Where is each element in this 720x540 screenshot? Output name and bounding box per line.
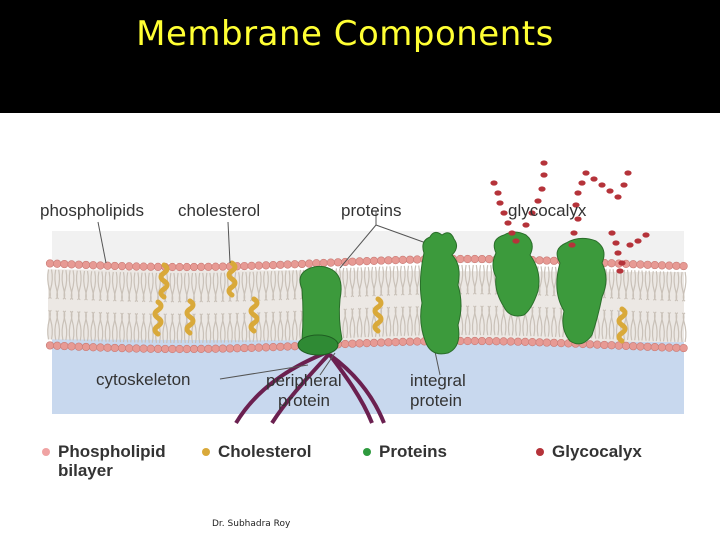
cholesterol-molecule	[248, 296, 260, 334]
label-integral-protein: integral protein	[410, 371, 466, 411]
integral-protein	[556, 237, 607, 345]
label-peripheral-line2: protein	[278, 391, 330, 410]
membrane-diagram	[45, 160, 688, 425]
legend-dot-phospholipid	[42, 448, 50, 456]
cholesterol-molecule	[184, 298, 196, 336]
legend-label-phospholipid-line1: Phospholipid	[58, 442, 166, 461]
glycocalyx-chain	[608, 230, 650, 274]
legend-dot-cholesterol	[202, 448, 210, 456]
membrane-figure: phospholipids cholesterol proteins glyco…	[0, 113, 720, 540]
legend-glycocalyx: Glycocalyx	[536, 442, 642, 461]
label-proteins: proteins	[341, 201, 402, 220]
label-peripheral-protein: peripheral protein	[266, 371, 342, 411]
cholesterol-molecule	[226, 260, 238, 298]
cytoskeleton-filament	[328, 353, 386, 424]
cytoskeleton-filament	[270, 351, 332, 425]
cholesterol-molecule	[616, 306, 628, 344]
cholesterol-molecule	[158, 262, 170, 300]
cholesterol-molecule	[372, 296, 384, 334]
label-phospholipids: phospholipids	[40, 201, 144, 220]
legend-phospholipid-bilayer: Phospholipid bilayer	[42, 442, 166, 480]
legend-label-cholesterol: Cholesterol	[218, 442, 312, 461]
glycocalyx-chain	[490, 160, 548, 244]
legend-label-glycocalyx: Glycocalyx	[552, 442, 642, 461]
leader-lines	[97, 211, 441, 380]
glycocalyx-chain	[568, 170, 632, 248]
label-glycocalyx: glycocalyx	[508, 201, 587, 220]
label-integral-line1: integral	[410, 371, 466, 390]
legend-label-proteins: Proteins	[379, 442, 448, 461]
label-cholesterol: cholesterol	[178, 201, 261, 220]
peripheral-protein	[297, 334, 339, 356]
cholesterol-molecule	[152, 299, 164, 337]
slide-title: Membrane Components	[136, 14, 554, 54]
legend-dot-glycocalyx	[536, 448, 544, 456]
label-cytoskeleton: cytoskeleton	[96, 370, 191, 389]
legend-cholesterol: Cholesterol	[202, 442, 312, 461]
legend-label-phospholipid-line2: bilayer	[58, 461, 113, 480]
label-peripheral-line1: peripheral	[266, 371, 342, 390]
label-integral-line2: protein	[410, 391, 462, 410]
integral-protein	[419, 231, 462, 355]
legend-dot-proteins	[363, 448, 371, 456]
credit-text: Dr. Subhadra Roy	[212, 519, 291, 529]
legend-proteins: Proteins	[363, 442, 448, 461]
